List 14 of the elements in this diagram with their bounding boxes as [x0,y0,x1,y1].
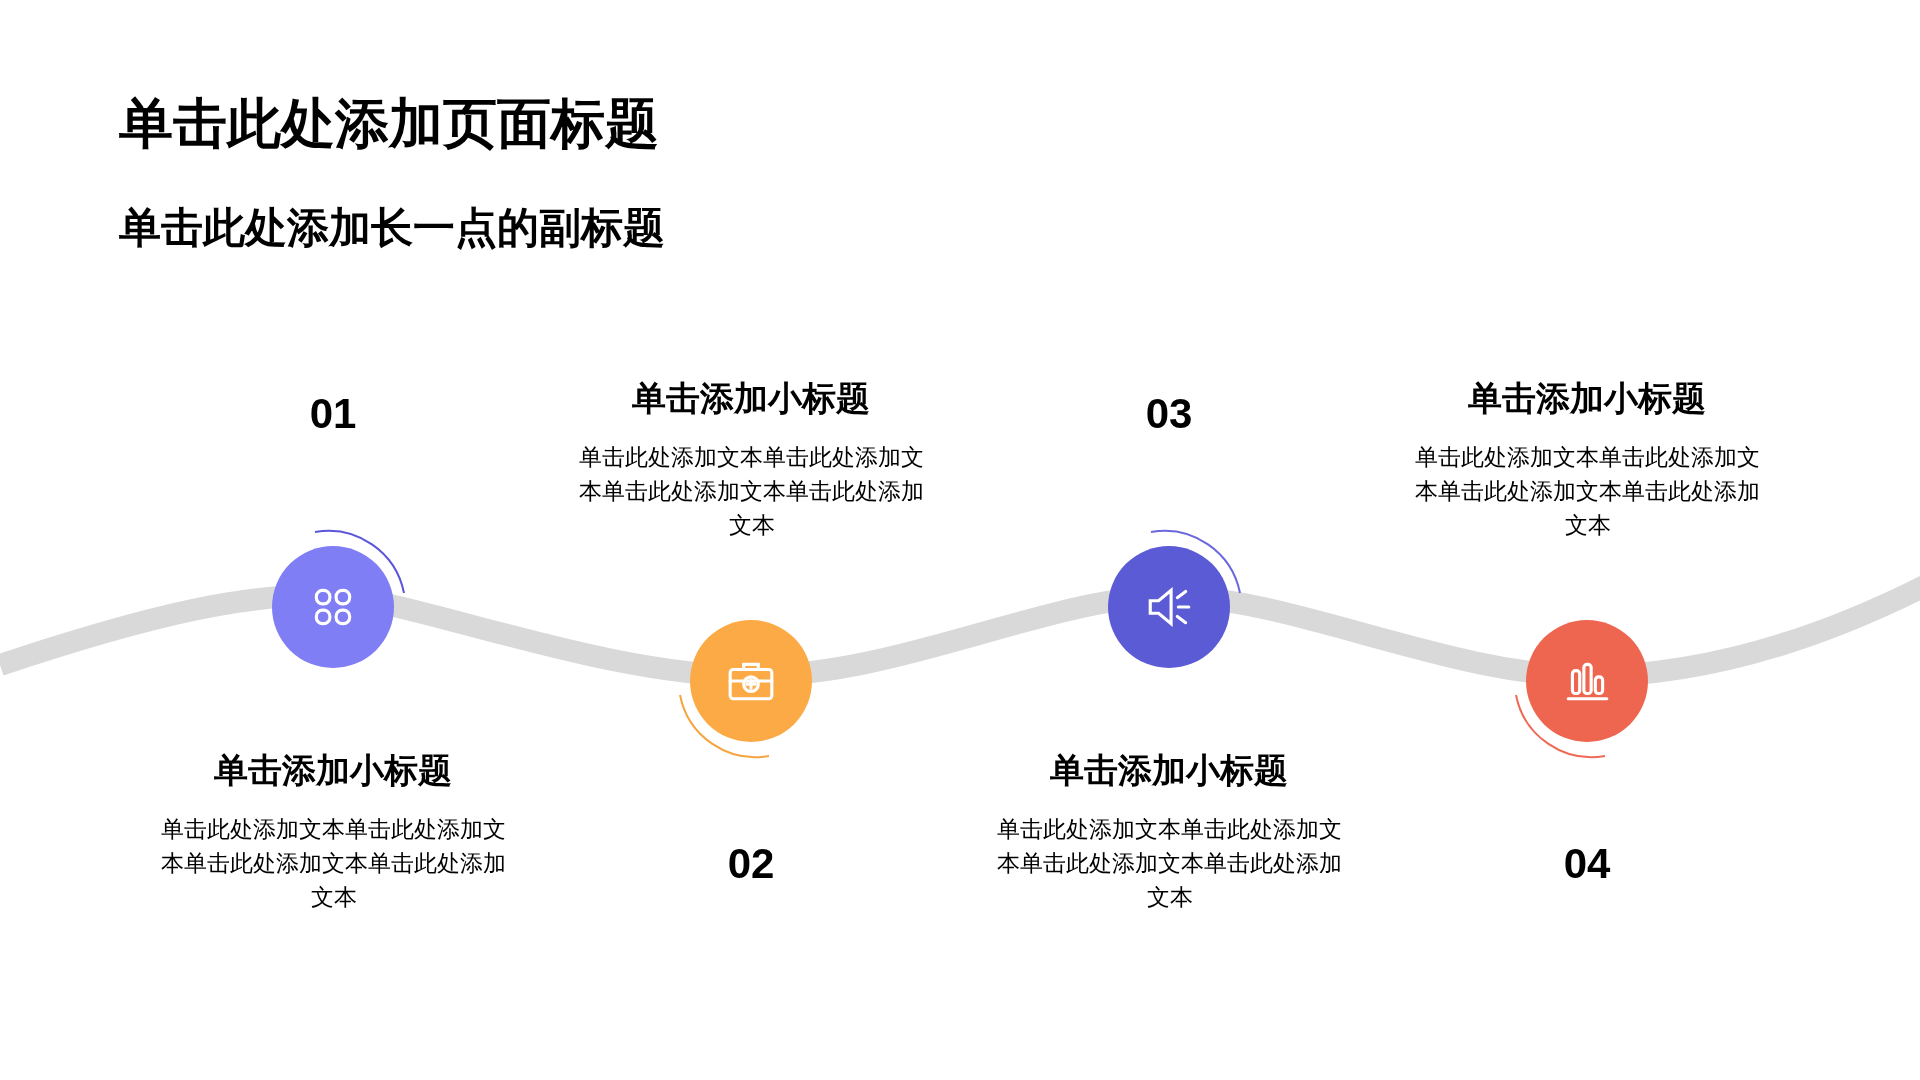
step-heading: 单击添加小标题 [631,378,871,419]
step-description: 单击此处添加文本单击此处添加文本单击此处添加文本单击此处添加文本 [161,815,506,912]
step-description: 单击此处添加文本单击此处添加文本单击此处添加文本单击此处添加文本 [997,815,1342,912]
step-number: 02 [726,840,776,888]
step-description: 单击此处添加文本单击此处添加文本单击此处添加文本单击此处添加文本 [579,443,924,540]
step-heading: 单击添加小标题 [1467,378,1707,419]
step-heading: 单击添加小标题 [213,750,453,791]
step-number: 04 [1562,840,1612,888]
step-description: 单击此处添加文本单击此处添加文本单击此处添加文本单击此处添加文本 [1415,443,1760,540]
step-number: 03 [1144,390,1194,438]
page-title: 单击此处添加页面标题 [119,92,659,155]
page-subtitle: 单击此处添加长一点的副标题 [119,203,665,253]
step-heading: 单击添加小标题 [1049,750,1289,791]
step-number: 01 [308,390,358,438]
